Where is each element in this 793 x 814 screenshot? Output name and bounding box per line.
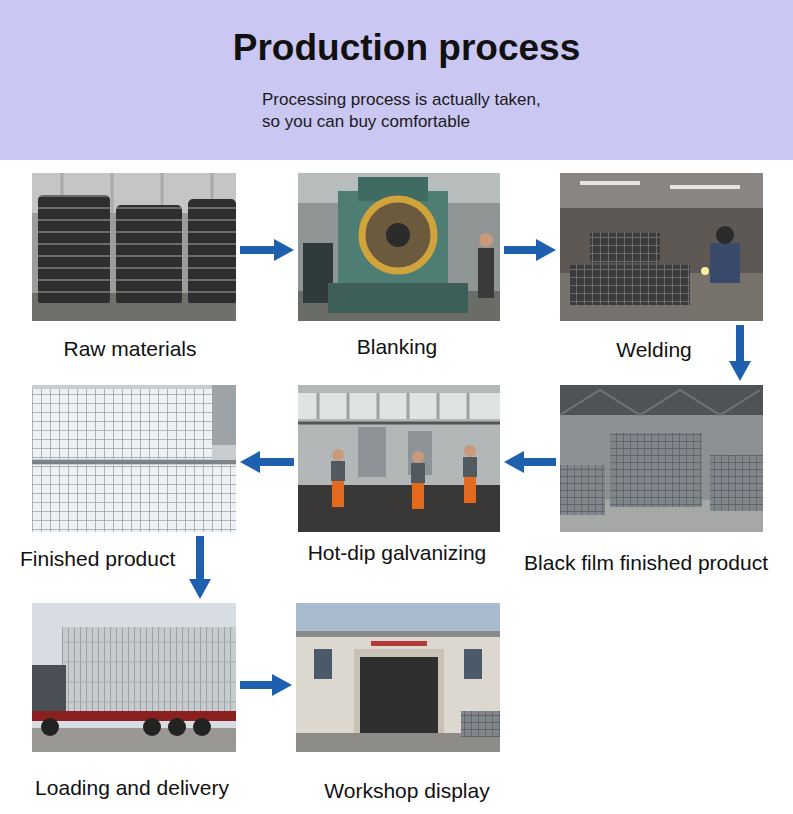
workshop-photo-part (360, 657, 438, 735)
blanking-photo-part (479, 233, 493, 247)
workshop-photo (296, 603, 500, 752)
finished-product-photo-part (22, 389, 212, 459)
loading-photo-part (32, 603, 236, 752)
flow-arrow (736, 325, 744, 361)
welding-photo-part (580, 183, 740, 187)
finished-product-photo (22, 385, 236, 532)
loading-photo-part (193, 718, 211, 736)
loading-photo-part (143, 718, 161, 736)
loading-photo-part (32, 665, 66, 717)
finished-product-photo-part (32, 460, 236, 464)
welding-photo-part (710, 243, 740, 283)
hot-dip-photo (298, 385, 500, 532)
flow-arrow (504, 246, 536, 254)
raw-materials-photo-part (38, 195, 110, 305)
hot-dip-photo-part (463, 457, 477, 477)
blanking-photo-part (298, 173, 500, 321)
finished-product-photo-part (32, 465, 236, 532)
black-film-photo-part (610, 433, 702, 507)
blanking-photo-part (338, 191, 448, 291)
welding-photo-part (560, 173, 763, 321)
step-caption: Raw materials (63, 337, 196, 361)
blanking-photo-part (478, 248, 494, 298)
welding-photo-part (716, 226, 734, 244)
flow-arrow (196, 536, 204, 579)
welding-photo-part (560, 173, 763, 208)
raw-materials-photo-part (188, 199, 236, 305)
process-step: Workshop display (296, 603, 500, 752)
process-step: Black film finished product (560, 385, 763, 532)
black-film-photo-part (710, 455, 763, 511)
hot-dip-photo-part (298, 422, 500, 425)
welding-photo-part (701, 267, 709, 275)
process-step: Raw materials (32, 173, 236, 321)
raw-materials-photo (32, 173, 236, 321)
process-step: Hot-dip galvanizing (298, 385, 500, 532)
step-caption: Workshop display (324, 779, 489, 803)
black-film-photo-part (560, 390, 760, 415)
hot-dip-photo-part (332, 449, 344, 461)
step-caption: Finished product (20, 547, 175, 571)
workshop-photo-part (371, 641, 427, 646)
hot-dip-photo-part (332, 481, 344, 507)
blanking-photo-part (386, 223, 410, 247)
black-film-photo-part (560, 465, 605, 515)
loading-photo-part (41, 718, 59, 736)
hot-dip-photo-part (412, 483, 424, 509)
header-band (0, 0, 793, 160)
step-caption: Blanking (357, 335, 438, 359)
hot-dip-photo-part (358, 427, 386, 477)
welding-photo (560, 173, 763, 321)
loading-photo-part (168, 718, 186, 736)
workshop-photo-part (296, 631, 500, 637)
raw-materials-photo-part (32, 173, 236, 321)
workshop-photo-part (461, 711, 500, 737)
welding-photo-part (570, 265, 690, 305)
flow-arrow (240, 681, 272, 689)
step-caption: Black film finished product (524, 551, 768, 575)
black-film-photo (560, 385, 763, 532)
workshop-photo-part (314, 649, 332, 679)
step-caption: Loading and delivery (35, 776, 229, 800)
hot-dip-photo-part (464, 445, 476, 457)
process-step: Finished product (32, 385, 236, 532)
flow-arrow (240, 246, 274, 254)
blanking-photo-part (362, 199, 434, 271)
welding-photo-part (590, 233, 660, 263)
page-title: Production process (0, 26, 793, 70)
hot-dip-photo-part (298, 393, 500, 419)
process-step: Blanking (298, 173, 500, 321)
blanking-photo-part (328, 283, 468, 313)
black-film-photo-part (560, 385, 763, 415)
subtitle-note: Processing process is actually taken, so… (262, 89, 552, 133)
blanking-photo (298, 173, 500, 321)
hot-dip-photo-part (331, 461, 345, 481)
workshop-photo-part (296, 603, 500, 752)
workshop-photo-part (296, 603, 500, 631)
workshop-photo-part (354, 649, 444, 735)
hot-dip-photo-part (318, 393, 468, 419)
flow-arrow (260, 458, 294, 466)
finished-product-photo-part (212, 385, 236, 445)
hot-dip-photo-part (298, 385, 500, 532)
process-step: Loading and delivery (32, 603, 236, 752)
flow-arrow (524, 458, 556, 466)
loading-photo (32, 603, 236, 752)
hot-dip-photo-part (412, 451, 424, 463)
step-caption: Welding (616, 338, 692, 362)
black-film-photo-part (560, 385, 763, 532)
loading-photo-part (62, 627, 236, 713)
hot-dip-photo-part (411, 463, 425, 483)
step-caption: Hot-dip galvanizing (308, 541, 487, 565)
raw-materials-photo-part (116, 205, 182, 305)
hot-dip-photo-part (464, 477, 476, 503)
process-step: Welding (560, 173, 763, 321)
workshop-photo-part (464, 649, 482, 679)
